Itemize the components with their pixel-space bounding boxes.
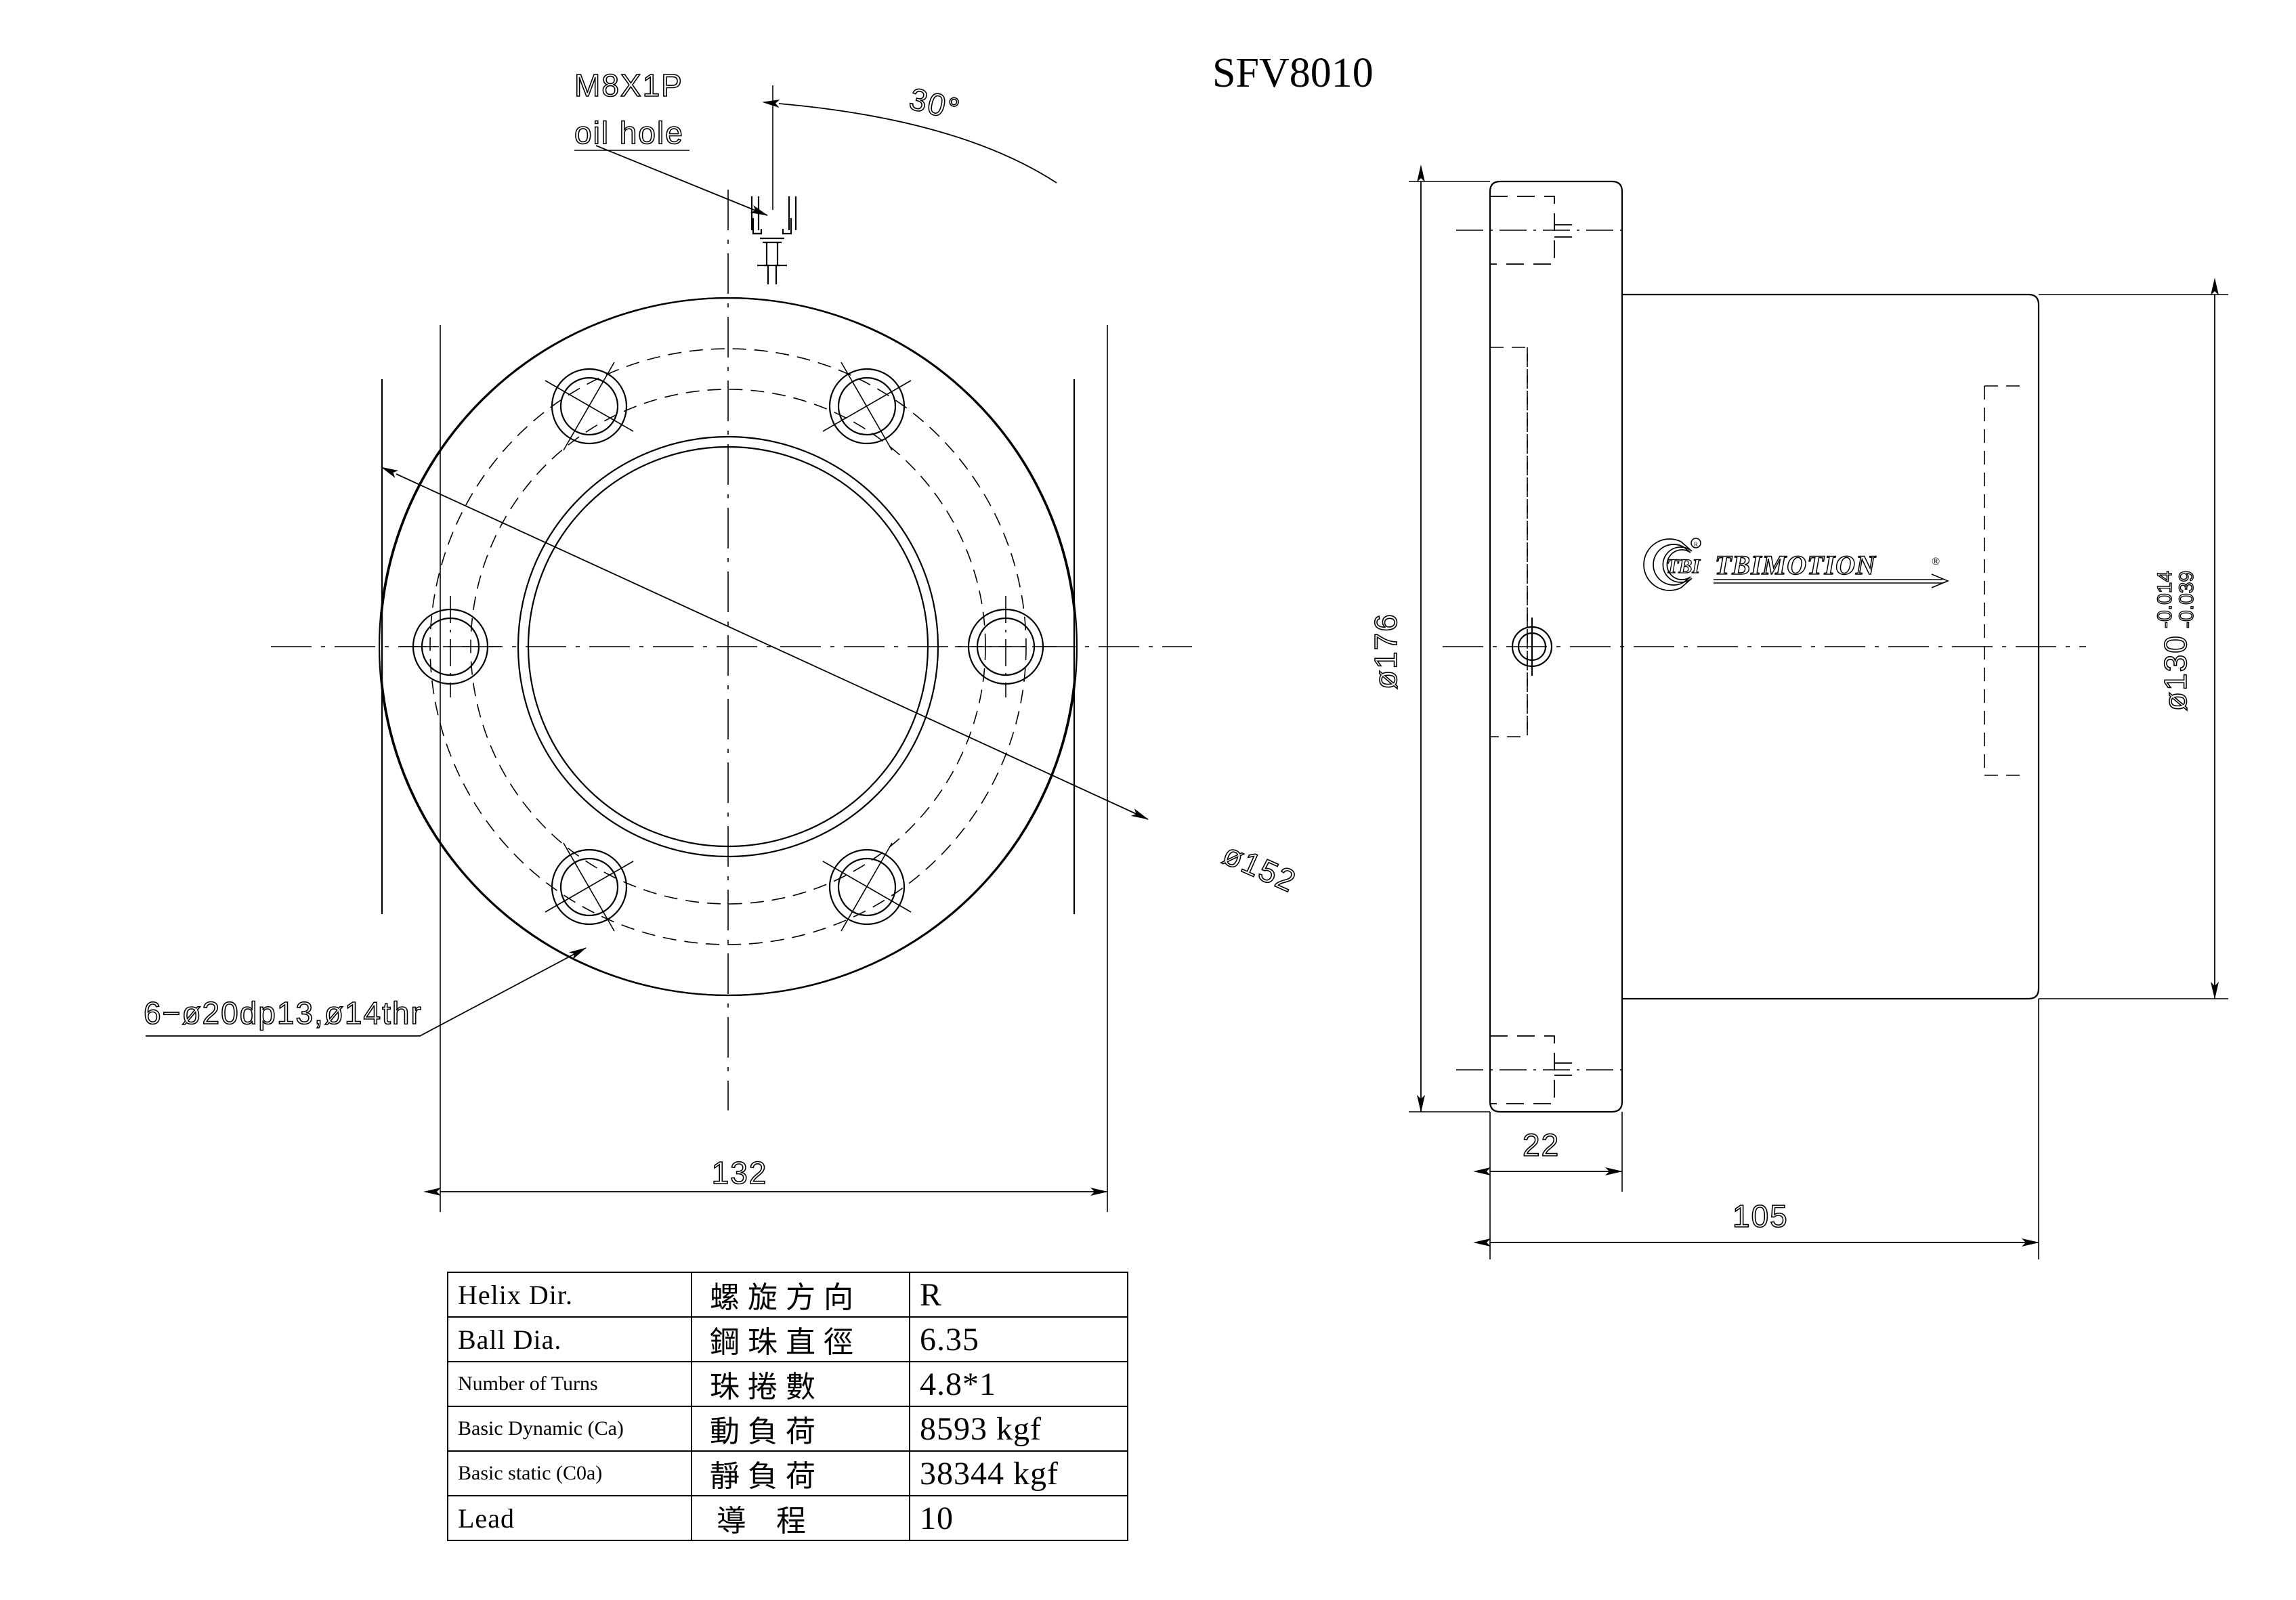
spec-label-en: Helix Dir.: [447, 1272, 692, 1318]
spec-label-en: Lead: [447, 1495, 692, 1541]
oil-hole-label-line2: oil hole: [574, 115, 684, 150]
spec-label-zh: 靜負荷: [691, 1450, 910, 1496]
bolt-hole-lower-right: [822, 842, 912, 932]
dim-132: [423, 325, 1108, 1212]
oil-hole-leader: [595, 145, 768, 216]
tbi-underline-arrow-icon: [1714, 574, 1950, 588]
bolt-hole-upper-right: [822, 362, 912, 451]
spec-value: 6.35: [909, 1316, 1128, 1362]
dim-105: [1473, 999, 2039, 1259]
angle-arc: [762, 100, 1057, 183]
dim-176: [1409, 165, 1490, 1112]
spec-label-en: Number of Turns: [447, 1361, 692, 1407]
tbi-mark-text: TBI: [1666, 555, 1701, 578]
nut-body-tol-upper: -0.014: [2154, 571, 2176, 628]
bolt-spec-leader: [146, 947, 587, 1037]
side-bolt-hole-top: [1456, 196, 1625, 265]
spec-value: 8593 kgf: [909, 1406, 1128, 1452]
svg-text:R: R: [1694, 541, 1698, 548]
oil-hole-detail: [750, 196, 797, 284]
spec-label-en: Basic static (C0a): [447, 1450, 692, 1496]
side-nut-bore-hidden: [1984, 385, 2022, 776]
tbi-wordmark: TBIMOTION: [1715, 550, 1877, 580]
angle-label: 30°: [906, 81, 964, 127]
spec-label-zh: 鋼珠直徑: [691, 1316, 910, 1362]
spec-label-zh: 珠捲數: [691, 1361, 910, 1407]
bolt-circle-dim-line: [381, 467, 1149, 820]
spec-label-zh: 螺旋方向: [691, 1272, 910, 1318]
spec-label-zh: 導程: [691, 1495, 910, 1541]
total-length-label: 105: [1732, 1198, 1789, 1234]
flange-outer-dia-label: ø176: [1368, 613, 1403, 689]
spec-label-en: Ball Dia.: [447, 1316, 692, 1362]
flange-thickness-label: 22: [1523, 1127, 1560, 1163]
spec-value: 10: [909, 1495, 1128, 1541]
spec-value: 38344 kgf: [909, 1450, 1128, 1496]
oil-hole-label-line1: M8X1P: [574, 68, 683, 103]
bolt-circle-dia-label: ø152: [1218, 836, 1302, 899]
table-row: Number of Turns 珠捲數 4.8*1: [447, 1361, 1128, 1407]
tbi-c-ring-icon: [1643, 538, 1693, 591]
bolt-hole-upper-left: [545, 362, 634, 451]
tbi-logo-svg: R TBI TBIMOTION ®: [1643, 538, 1950, 591]
side-view-group: [1409, 165, 2228, 1259]
spec-label-en: Basic Dynamic (Ca): [447, 1406, 692, 1452]
spec-value: R: [909, 1272, 1128, 1318]
table-row: Ball Dia. 鋼珠直徑 6.35: [447, 1316, 1128, 1362]
tbi-registered-icon: R: [1691, 538, 1701, 548]
spec-label-zh: 動負荷: [691, 1406, 910, 1452]
bolt-hole-lower-left: [545, 842, 634, 932]
nut-body-tol-lower: -0.039: [2175, 571, 2198, 628]
table-row: Basic Dynamic (Ca) 動負荷 8593 kgf: [447, 1406, 1128, 1452]
table-row: Lead 導程 10: [447, 1495, 1128, 1541]
tbi-wordmark-registered: ®: [1932, 556, 1940, 567]
specification-table: Helix Dir. 螺旋方向 R Ball Dia. 鋼珠直徑 6.35 Nu…: [447, 1272, 1128, 1541]
table-row: Basic static (C0a) 靜負荷 38344 kgf: [447, 1450, 1128, 1496]
page-title: SFV8010: [1212, 50, 1374, 96]
flange-width-label: 132: [712, 1155, 768, 1190]
side-bore-hidden: [1490, 347, 1528, 737]
table-row: Helix Dir. 螺旋方向 R: [447, 1272, 1128, 1318]
dim-22: [1473, 1112, 1623, 1212]
front-view-group: [146, 85, 1192, 1212]
dim-130: [2039, 278, 2228, 999]
spec-value: 4.8*1: [909, 1361, 1128, 1407]
bolt-spec-label: 6−ø20dp13,ø14thr: [144, 995, 423, 1031]
nut-body-dia-label-group: ø130 -0.014 -0.039: [2153, 570, 2198, 712]
tbi-logo: R TBI TBIMOTION ®: [1625, 535, 1978, 593]
side-flange-plate: [1489, 180, 1623, 1113]
nut-body-dia-label: ø130: [2158, 634, 2193, 711]
side-bolt-hole-bottom: [1456, 1035, 1625, 1104]
